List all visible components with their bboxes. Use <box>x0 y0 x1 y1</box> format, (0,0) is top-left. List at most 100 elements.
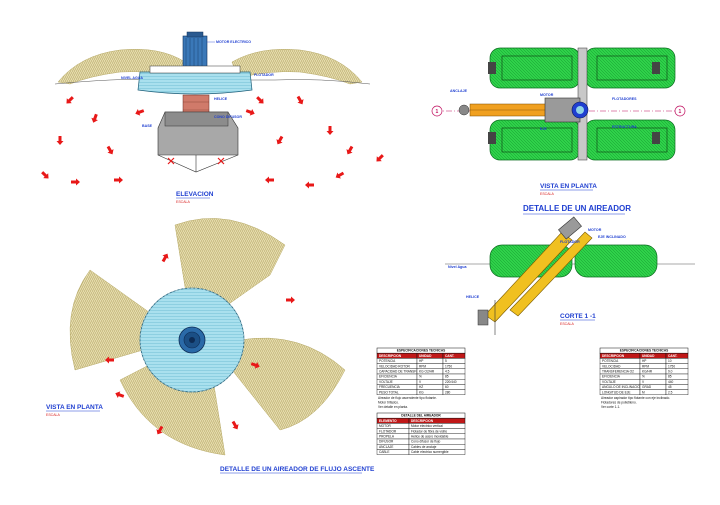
tag-nivel: Nivel Agua <box>448 265 467 269</box>
table-cell: Cables de anclaje <box>411 445 437 449</box>
flow-arrow-plan-0 <box>161 253 169 263</box>
flow-arrow-elev-0 <box>66 96 74 104</box>
section-marker-left: 1 <box>436 109 439 115</box>
flow-arrow-plan-5 <box>156 425 164 435</box>
section-scale: ESCALA <box>560 322 574 326</box>
table-cell: V <box>419 380 422 384</box>
table-header-cell: CANT. <box>445 354 454 358</box>
table-cell: 2.5 <box>668 390 673 394</box>
table-header-cell: UNIDAD <box>642 354 655 358</box>
table-cell: ANGULO DE INCLINACION <box>602 385 643 389</box>
flow-arrow-elev-7 <box>256 96 264 104</box>
flow-arrow-elev-3 <box>106 145 114 155</box>
tag-motor: MOTOR ELECTRICO <box>216 40 251 44</box>
table-note: Motor trifasico. <box>378 400 399 404</box>
table-cell: VELOCIDAD ROTOR <box>379 364 410 368</box>
tag-shaft-section: EJE INCLINADO <box>598 235 626 239</box>
flow-arrow-elev-12 <box>376 154 384 162</box>
plan-right-scale: ESCALA <box>540 192 554 196</box>
elevation-title: ELEVACION <box>176 191 214 198</box>
flow-arrow-elev-2 <box>56 136 64 145</box>
flow-arrow-elev-8 <box>296 95 304 105</box>
flow-arrow-plan-2 <box>105 356 114 364</box>
elevation-scale: ESCALA <box>176 200 190 204</box>
float-top-right <box>584 47 676 89</box>
table-cell: 85 <box>668 375 672 379</box>
table-cell: RPM <box>419 364 426 368</box>
table-cell: KG O2/HR <box>419 370 435 374</box>
tag-float-section: FLOTADOR <box>560 240 580 244</box>
table-cell: 60 <box>445 385 449 389</box>
plan-view-right: 1 1 ANCLAJE MOTOR FLOTADORES ESTRUCTURA … <box>431 47 686 215</box>
flow-arrow-elev-6 <box>114 176 123 184</box>
float-section-right <box>574 244 658 278</box>
tag-base: BASE <box>142 124 153 128</box>
table-header-cell: DESCRIPCION <box>379 354 402 358</box>
table-cell: Cable electrico sumergible <box>411 450 449 454</box>
tag-propeller-section: HELICE <box>466 295 480 299</box>
table-header-cell: CANT. <box>668 354 677 358</box>
plan-right-title: VISTA EN PLANTA <box>540 183 597 190</box>
table-cell: EFICIENCIA <box>602 375 621 379</box>
table-cell: POTENCIA <box>602 359 619 363</box>
table-cell: FRECUENCIA <box>379 385 401 389</box>
table-cell: Helice de acero inoxidable <box>411 435 449 439</box>
table-title: ESPECIFICACIONES TECNICAS <box>620 349 669 353</box>
table-note: Flotadores de polietileno. <box>601 400 637 404</box>
table-cell: GRAD <box>642 385 652 389</box>
table-cell: DIFUSOR <box>379 440 394 444</box>
table-cell: M <box>642 390 645 394</box>
table-cell: V <box>642 380 645 384</box>
section-marker-right: 1 <box>679 109 682 115</box>
table-cell: PESO TOTAL <box>379 390 399 394</box>
tag-anchor: ANCLAJE <box>450 89 468 93</box>
table-cell: 440 <box>668 380 674 384</box>
table-cell: 1750 <box>668 364 675 368</box>
table-note: Aireador aspirador tipo flotante con eje… <box>601 396 670 400</box>
flow-arrow-elev-1 <box>91 113 98 123</box>
flow-arrow-plan-4 <box>231 420 239 430</box>
table-cell: EFICIENCIA <box>379 375 398 379</box>
motor-body <box>182 35 208 69</box>
table-cell: MOTOR <box>379 424 392 428</box>
table-cell: CABLE <box>379 450 389 454</box>
table-cell: KG/HR <box>642 370 653 374</box>
table-note: Ver detalle en planta. <box>378 405 408 409</box>
table-cell: % <box>642 375 645 379</box>
tag-motor-plan: MOTOR <box>540 93 554 97</box>
table-cell: VOLTAJE <box>602 380 616 384</box>
table-cell: Cono difusor de flujo <box>411 440 440 444</box>
flow-arrows-plan <box>105 253 295 435</box>
table-cell: ANCLAJE <box>379 445 393 449</box>
flow-arrow-elev-11 <box>346 145 354 155</box>
section-title: CORTE 1 -1 <box>560 313 596 320</box>
tag-frame: ESTRUCTURA <box>612 125 637 129</box>
flow-arrow-elev-14 <box>305 181 314 189</box>
tag-float: FLOTADOR <box>254 73 274 77</box>
table-header-cell: ELEMENTO <box>379 419 397 423</box>
float-disc <box>137 71 253 95</box>
table-cell: PROPELA <box>379 435 395 439</box>
table-cell: 4.5 <box>445 370 450 374</box>
table-cell: 9.0 <box>668 370 673 374</box>
table-cell: HP <box>642 359 646 363</box>
table-cell: 45 <box>668 385 672 389</box>
table-note: Ver corte 1-1. <box>601 405 620 409</box>
plan-left-scale: ESCALA <box>46 413 60 417</box>
aerator-detail-title: DETALLE DE UN AIREADOR <box>523 204 631 213</box>
flow-arrow-elev-13 <box>265 176 274 184</box>
table-title: ESPECIFICACIONES TECNICAS <box>397 349 446 353</box>
float-top-left <box>489 47 581 89</box>
tag-motor-section: MOTOR <box>588 228 602 232</box>
section-view: Nivel Agua MOTOR EJE INCLINADO FLOTADOR … <box>445 216 695 335</box>
tag-floats-plan: FLOTADORES <box>612 97 637 101</box>
table-cell: HP <box>419 359 423 363</box>
table-cell: LONGITUD DE EJE <box>602 390 631 394</box>
tag-shaft: EJE <box>540 127 547 131</box>
motor-cap <box>186 31 204 38</box>
table-cell: RPM <box>642 364 649 368</box>
table-cell: VOLTAJE <box>379 380 393 384</box>
motor-section <box>558 216 582 240</box>
table-cell: 220/440 <box>445 380 457 384</box>
elevation-view: MOTOR ELECTRICO NIVEL AGUA FLOTADOR BASE… <box>41 31 384 204</box>
